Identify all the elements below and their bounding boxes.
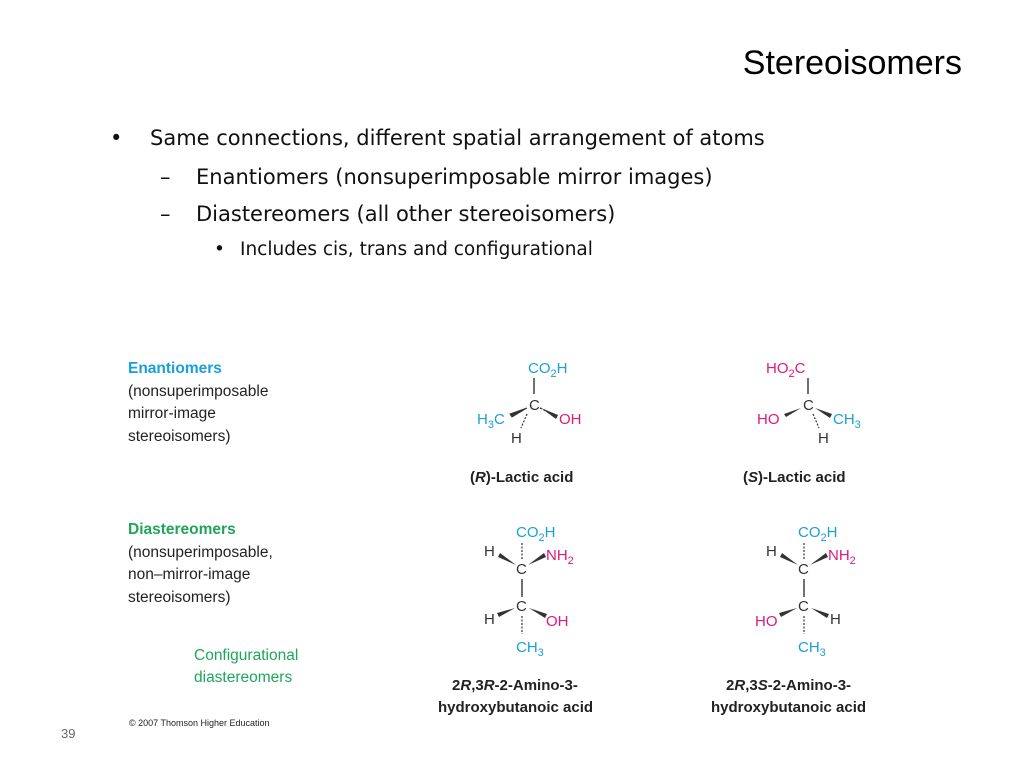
svg-text:C: C xyxy=(798,598,809,615)
svg-text:H: H xyxy=(766,543,777,560)
slide-number: 39 xyxy=(61,726,76,741)
svg-text:(R)-Lactic acid: (R)-Lactic acid xyxy=(470,469,573,486)
enantiomers-desc-1: (nonsuperimposable xyxy=(128,383,268,400)
svg-text:H: H xyxy=(511,430,522,447)
svg-text:CO2H: CO2H xyxy=(798,524,837,544)
configurational-label: Configurational diastereomers xyxy=(194,647,298,686)
svg-text:2R,3R-2-Amino-3-: 2R,3R-2-Amino-3- xyxy=(452,677,578,694)
r-lactic-acid-name: (R)-Lactic acid xyxy=(470,469,573,486)
enantiomers-desc-2: mirror-image xyxy=(128,405,216,422)
copyright-text: © 2007 Thomson Higher Education xyxy=(129,718,270,728)
slide-title: Stereoisomers xyxy=(742,44,962,82)
svg-text:H: H xyxy=(484,611,495,628)
bullet-includes: Includes cis, trans and configurational xyxy=(240,239,593,260)
configurational-1: Configurational xyxy=(194,647,298,664)
svg-text:HO: HO xyxy=(755,613,778,630)
svg-text:OH: OH xyxy=(559,411,582,428)
bullet-enantiomers: Enantiomers (nonsuperimposable mirror im… xyxy=(196,165,713,189)
dash-marker: – xyxy=(160,202,171,226)
svg-text:CO2H: CO2H xyxy=(528,360,567,380)
2r3s-name: 2R,3S-2-Amino-3- hydroxybutanoic acid xyxy=(711,677,866,716)
svg-text:C: C xyxy=(516,598,527,615)
s-lactic-acid-structure: HO2C C HO CH3 H xyxy=(757,360,861,447)
2r3r-name: 2R,3R-2-Amino-3- hydroxybutanoic acid xyxy=(438,677,593,716)
svg-text:C: C xyxy=(798,561,809,578)
diastereomers-desc-2: non–mirror-image xyxy=(128,566,250,583)
r-lactic-acid-structure: CO2H C H3C OH H xyxy=(477,360,582,447)
sub-bullet-marker: • xyxy=(214,239,225,260)
svg-text:(S)-Lactic acid: (S)-Lactic acid xyxy=(743,469,846,486)
svg-text:hydroxybutanoic acid: hydroxybutanoic acid xyxy=(711,699,866,716)
svg-text:CH3: CH3 xyxy=(516,639,544,659)
bullet-list: • Same connections, different spatial ar… xyxy=(0,0,1024,300)
bullet-same-connections: Same connections, different spatial arra… xyxy=(150,126,765,150)
svg-text:OH: OH xyxy=(546,613,569,630)
svg-text:CO2H: CO2H xyxy=(516,524,555,544)
diastereomers-desc-3: stereoisomers) xyxy=(128,589,231,606)
svg-text:HO: HO xyxy=(757,411,780,428)
svg-text:NH2: NH2 xyxy=(828,547,856,567)
bullet-diastereomers: Diastereomers (all other stereoisomers) xyxy=(196,202,616,226)
2r3s-structure: CO2H H NH2 C C HO H CH3 xyxy=(755,524,856,659)
s-lactic-acid-name: (S)-Lactic acid xyxy=(743,469,846,486)
svg-text:H: H xyxy=(830,611,841,628)
diastereomers-heading: Diastereomers xyxy=(128,521,236,538)
bullet-marker: • xyxy=(110,126,123,150)
svg-text:C: C xyxy=(516,561,527,578)
diastereomers-desc-1: (nonsuperimposable, xyxy=(128,544,273,561)
svg-text:CH3: CH3 xyxy=(833,411,861,431)
enantiomers-label: Enantiomers (nonsuperimposable mirror-im… xyxy=(128,360,268,445)
svg-text:2R,3S-2-Amino-3-: 2R,3S-2-Amino-3- xyxy=(726,677,851,694)
configurational-2: diastereomers xyxy=(194,669,292,686)
svg-text:CH3: CH3 xyxy=(798,639,826,659)
svg-text:hydroxybutanoic acid: hydroxybutanoic acid xyxy=(438,699,593,716)
enantiomers-desc-3: stereoisomers) xyxy=(128,428,231,445)
svg-text:NH2: NH2 xyxy=(546,547,574,567)
svg-text:HO2C: HO2C xyxy=(766,360,806,380)
enantiomers-heading: Enantiomers xyxy=(128,360,222,377)
svg-text:H: H xyxy=(818,430,829,447)
diastereomers-label: Diastereomers (nonsuperimposable, non–mi… xyxy=(128,521,273,606)
dash-marker: – xyxy=(160,165,171,189)
svg-text:H: H xyxy=(484,543,495,560)
svg-text:H3C: H3C xyxy=(477,411,505,431)
svg-text:C: C xyxy=(529,397,540,414)
svg-text:C: C xyxy=(803,397,814,414)
2r3r-structure: CO2H H NH2 C C H OH CH3 xyxy=(484,524,574,659)
